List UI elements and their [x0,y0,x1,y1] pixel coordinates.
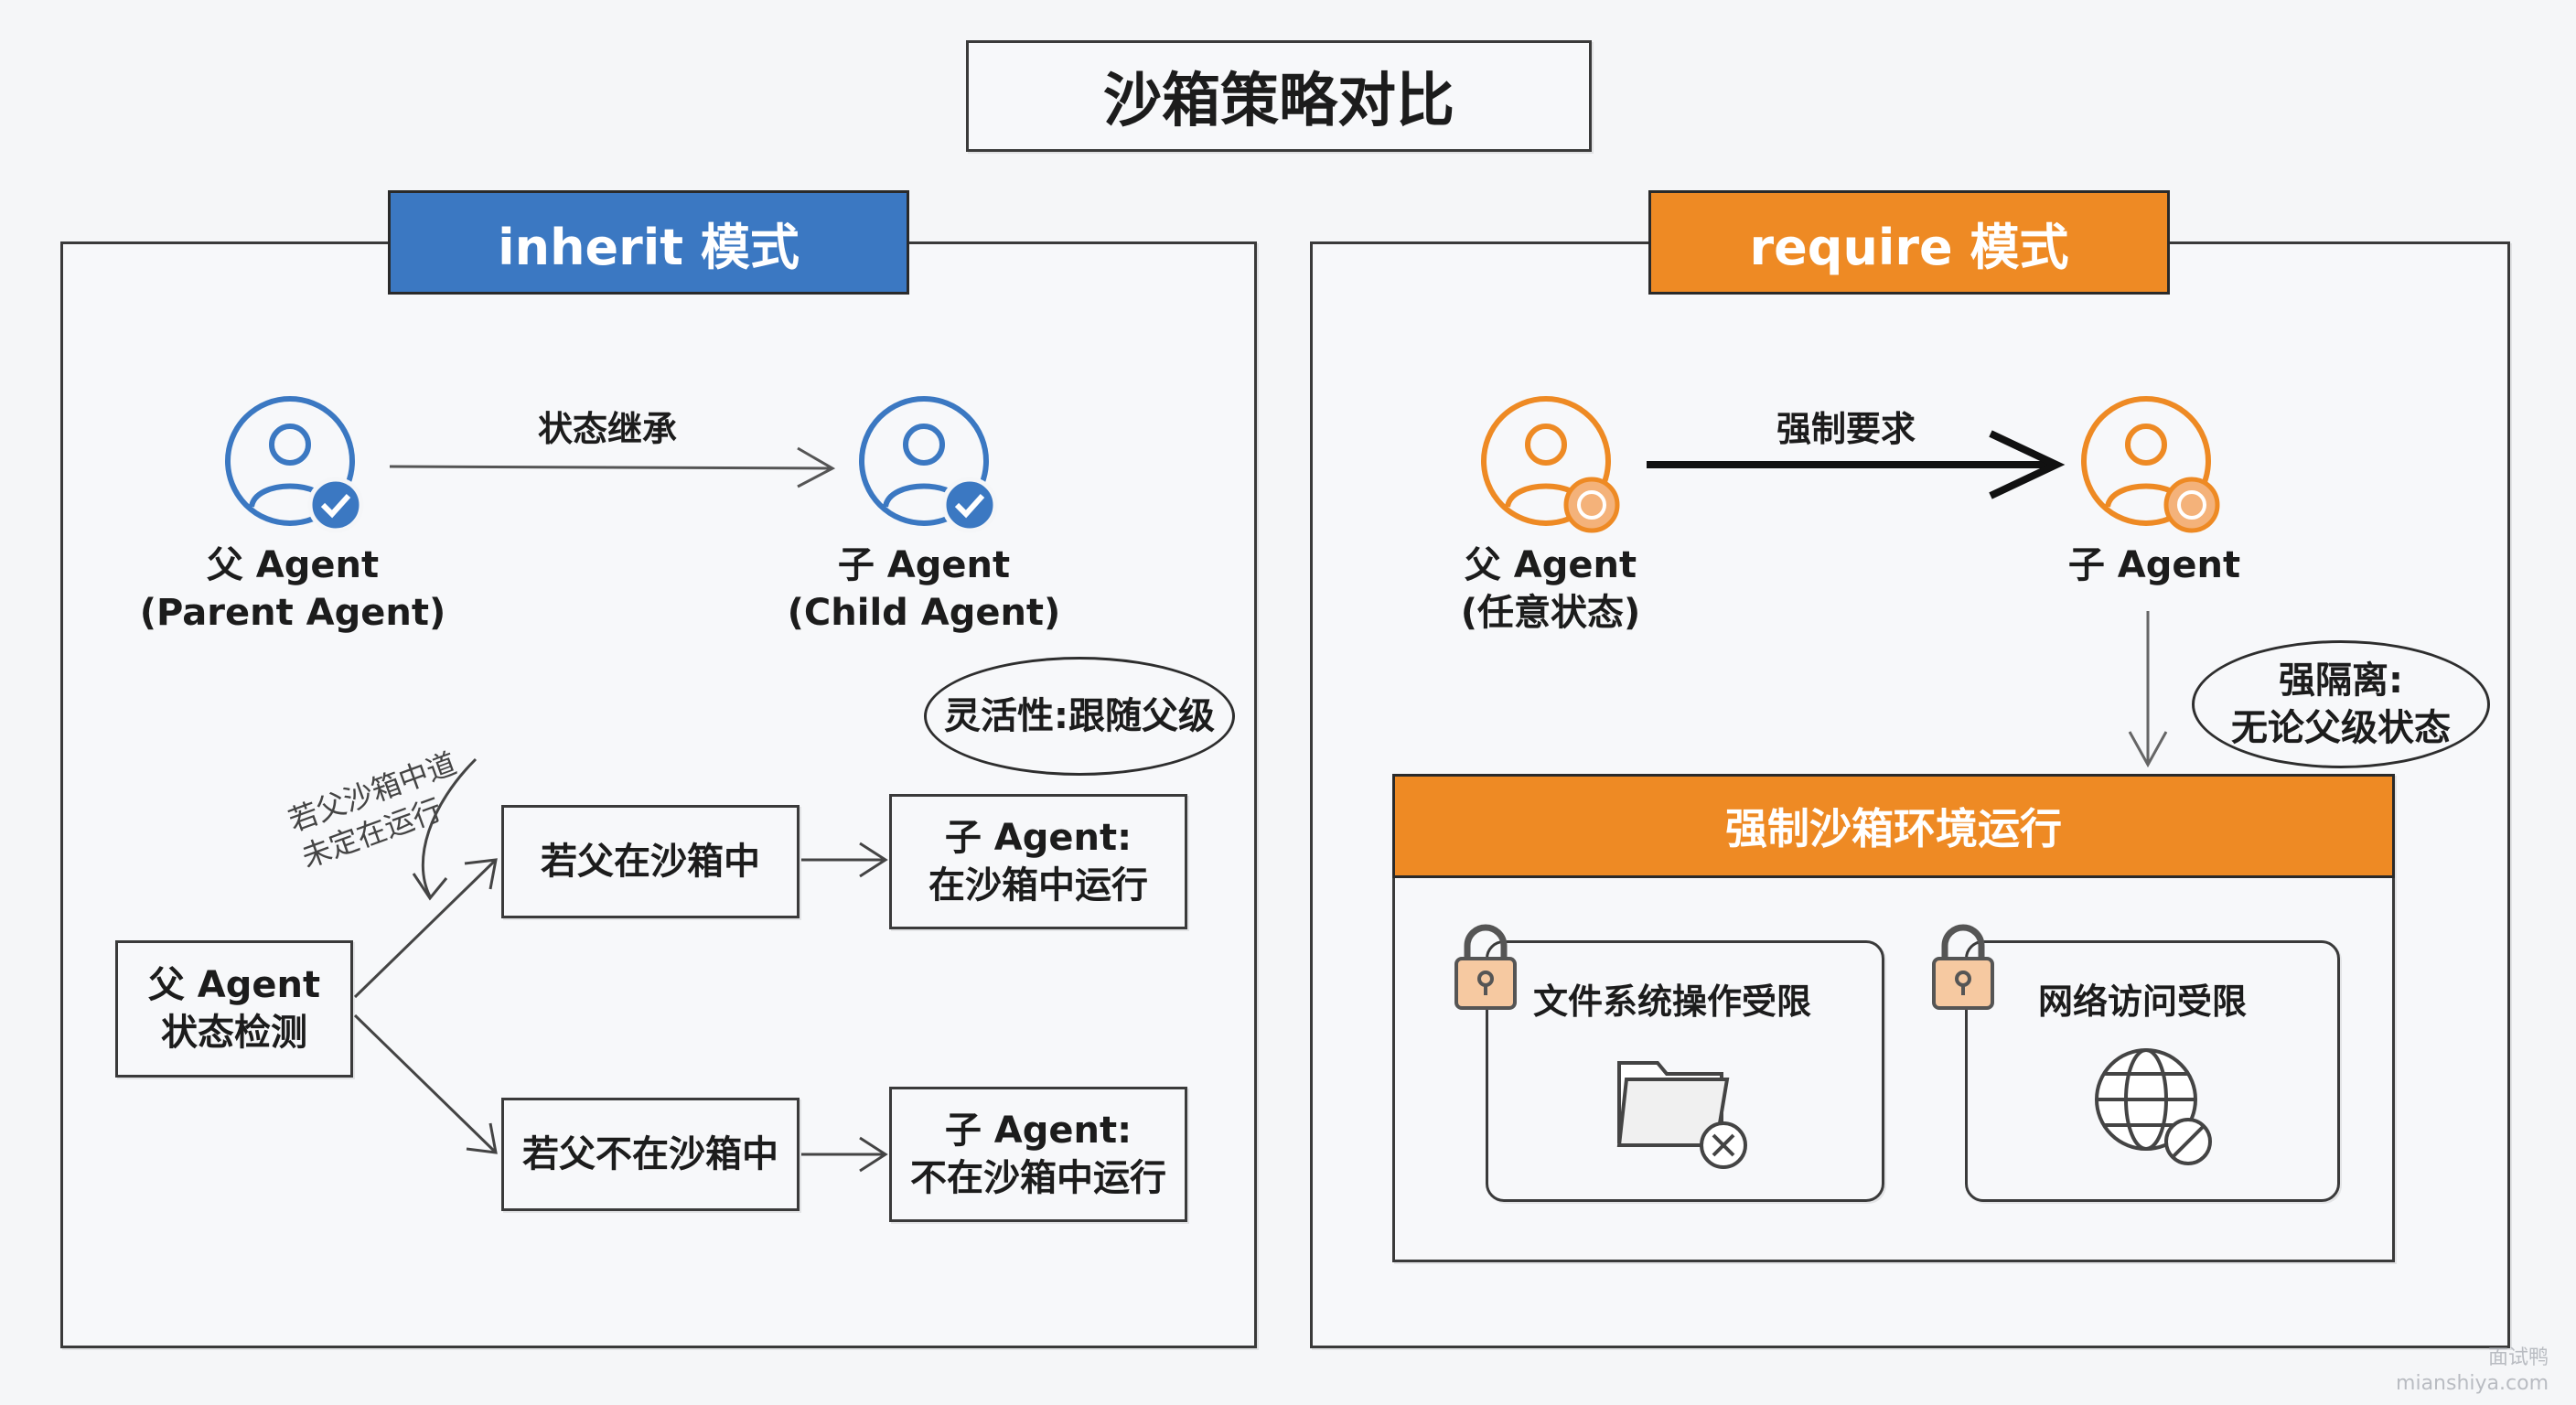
inherit-mode-banner: inherit 模式 [388,190,909,295]
parent-state-detect-box: 父 Agent 状态检测 [115,940,353,1078]
inherit-parent-label: 父 Agent (Parent Agent) [139,544,446,634]
network-padlock-icon [1932,924,1994,1010]
sandbox-banner: 强制沙箱环境运行 [1392,774,2395,878]
folder-blocked-icon [1616,1061,1747,1169]
filesystem-label: 文件系统操作受限 [1533,981,1812,1022]
flexibility-note: 灵活性:跟随父级 [924,657,1235,776]
globe-blocked-icon [2095,1048,2212,1165]
branch-in-result-box: 子 Agent: 在沙箱中运行 [889,794,1187,929]
require-child-label: 子 Agent [2067,544,2241,586]
child-user-lock-icon [2081,396,2220,533]
filesystem-padlock-icon [1454,924,1517,1010]
filesystem-card [1486,940,1884,1202]
watermark: 面试鸭 mianshiya.com [2396,1346,2549,1396]
require-mode-banner: require 模式 [1648,190,2170,295]
require-parent-label: 父 Agent (任意状态) [1460,544,1641,634]
network-card [1965,940,2340,1202]
branch-out-sandbox-box: 若父不在沙箱中 [501,1098,800,1211]
parent-user-check-icon [225,396,364,533]
parent-user-lock-icon [1481,396,1620,533]
network-label: 网络访问受限 [2038,981,2248,1022]
branch-out-result-box: 子 Agent: 不在沙箱中运行 [889,1087,1187,1222]
isolation-note: 强隔离: 无论父级状态 [2192,640,2490,768]
inherit-child-label: 子 Agent (Child Agent) [787,544,1061,634]
branch-in-sandbox-box: 若父在沙箱中 [501,805,800,918]
page-title: 沙箱策略对比 [966,40,1592,152]
require-arrow-label: 强制要求 [1776,409,1916,449]
inherit-arrow-label: 状态继承 [538,409,678,449]
child-user-check-icon [859,396,998,533]
